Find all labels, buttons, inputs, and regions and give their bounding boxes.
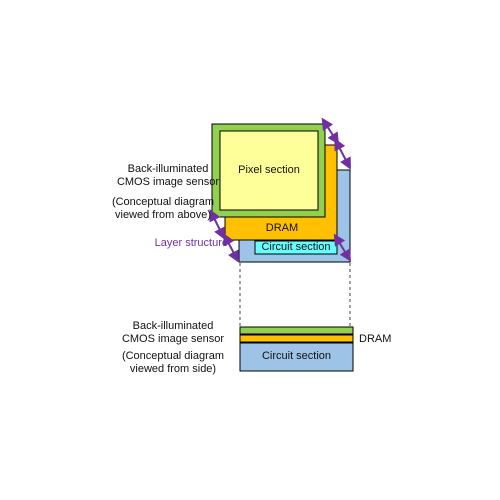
dram-label-side: DRAM bbox=[359, 333, 392, 345]
arrow-dram-to-circuit-left bbox=[223, 233, 239, 263]
pixel-section-label: Pixel section bbox=[238, 164, 300, 176]
circuit-section-label-side: Circuit section bbox=[261, 350, 332, 362]
side-dram-layer bbox=[239, 334, 354, 343]
arrow-dram-to-circuit-right bbox=[334, 138, 351, 170]
dram-label-top: DRAM bbox=[265, 222, 299, 234]
arrow-pixel-to-dram-right bbox=[321, 117, 340, 145]
side-caption-line2: CMOS image sensor bbox=[121, 333, 225, 345]
side-pixel-layer bbox=[239, 326, 354, 335]
side-caption-line1: Back-illuminated bbox=[132, 320, 214, 332]
arrow-pixel-to-dram-left bbox=[209, 209, 225, 240]
top-subcaption-line1: (Conceptual diagram bbox=[111, 196, 215, 208]
side-subcaption-line1: (Conceptual diagram bbox=[121, 350, 225, 362]
top-caption-line2: CMOS image sensor bbox=[116, 176, 220, 188]
top-caption-line1: Back-illuminated bbox=[127, 163, 209, 175]
layer-structure-label: Layer structure bbox=[154, 237, 228, 249]
circuit-section-label-top: Circuit section bbox=[261, 241, 331, 253]
arrow-dram-to-circuit-bottom-right bbox=[333, 233, 352, 262]
pixel-layer-inner bbox=[219, 130, 319, 211]
side-circuit-layer bbox=[239, 342, 354, 372]
side-subcaption-line2: viewed from side) bbox=[129, 363, 217, 375]
top-subcaption-line2: viewed from above) bbox=[115, 209, 211, 221]
